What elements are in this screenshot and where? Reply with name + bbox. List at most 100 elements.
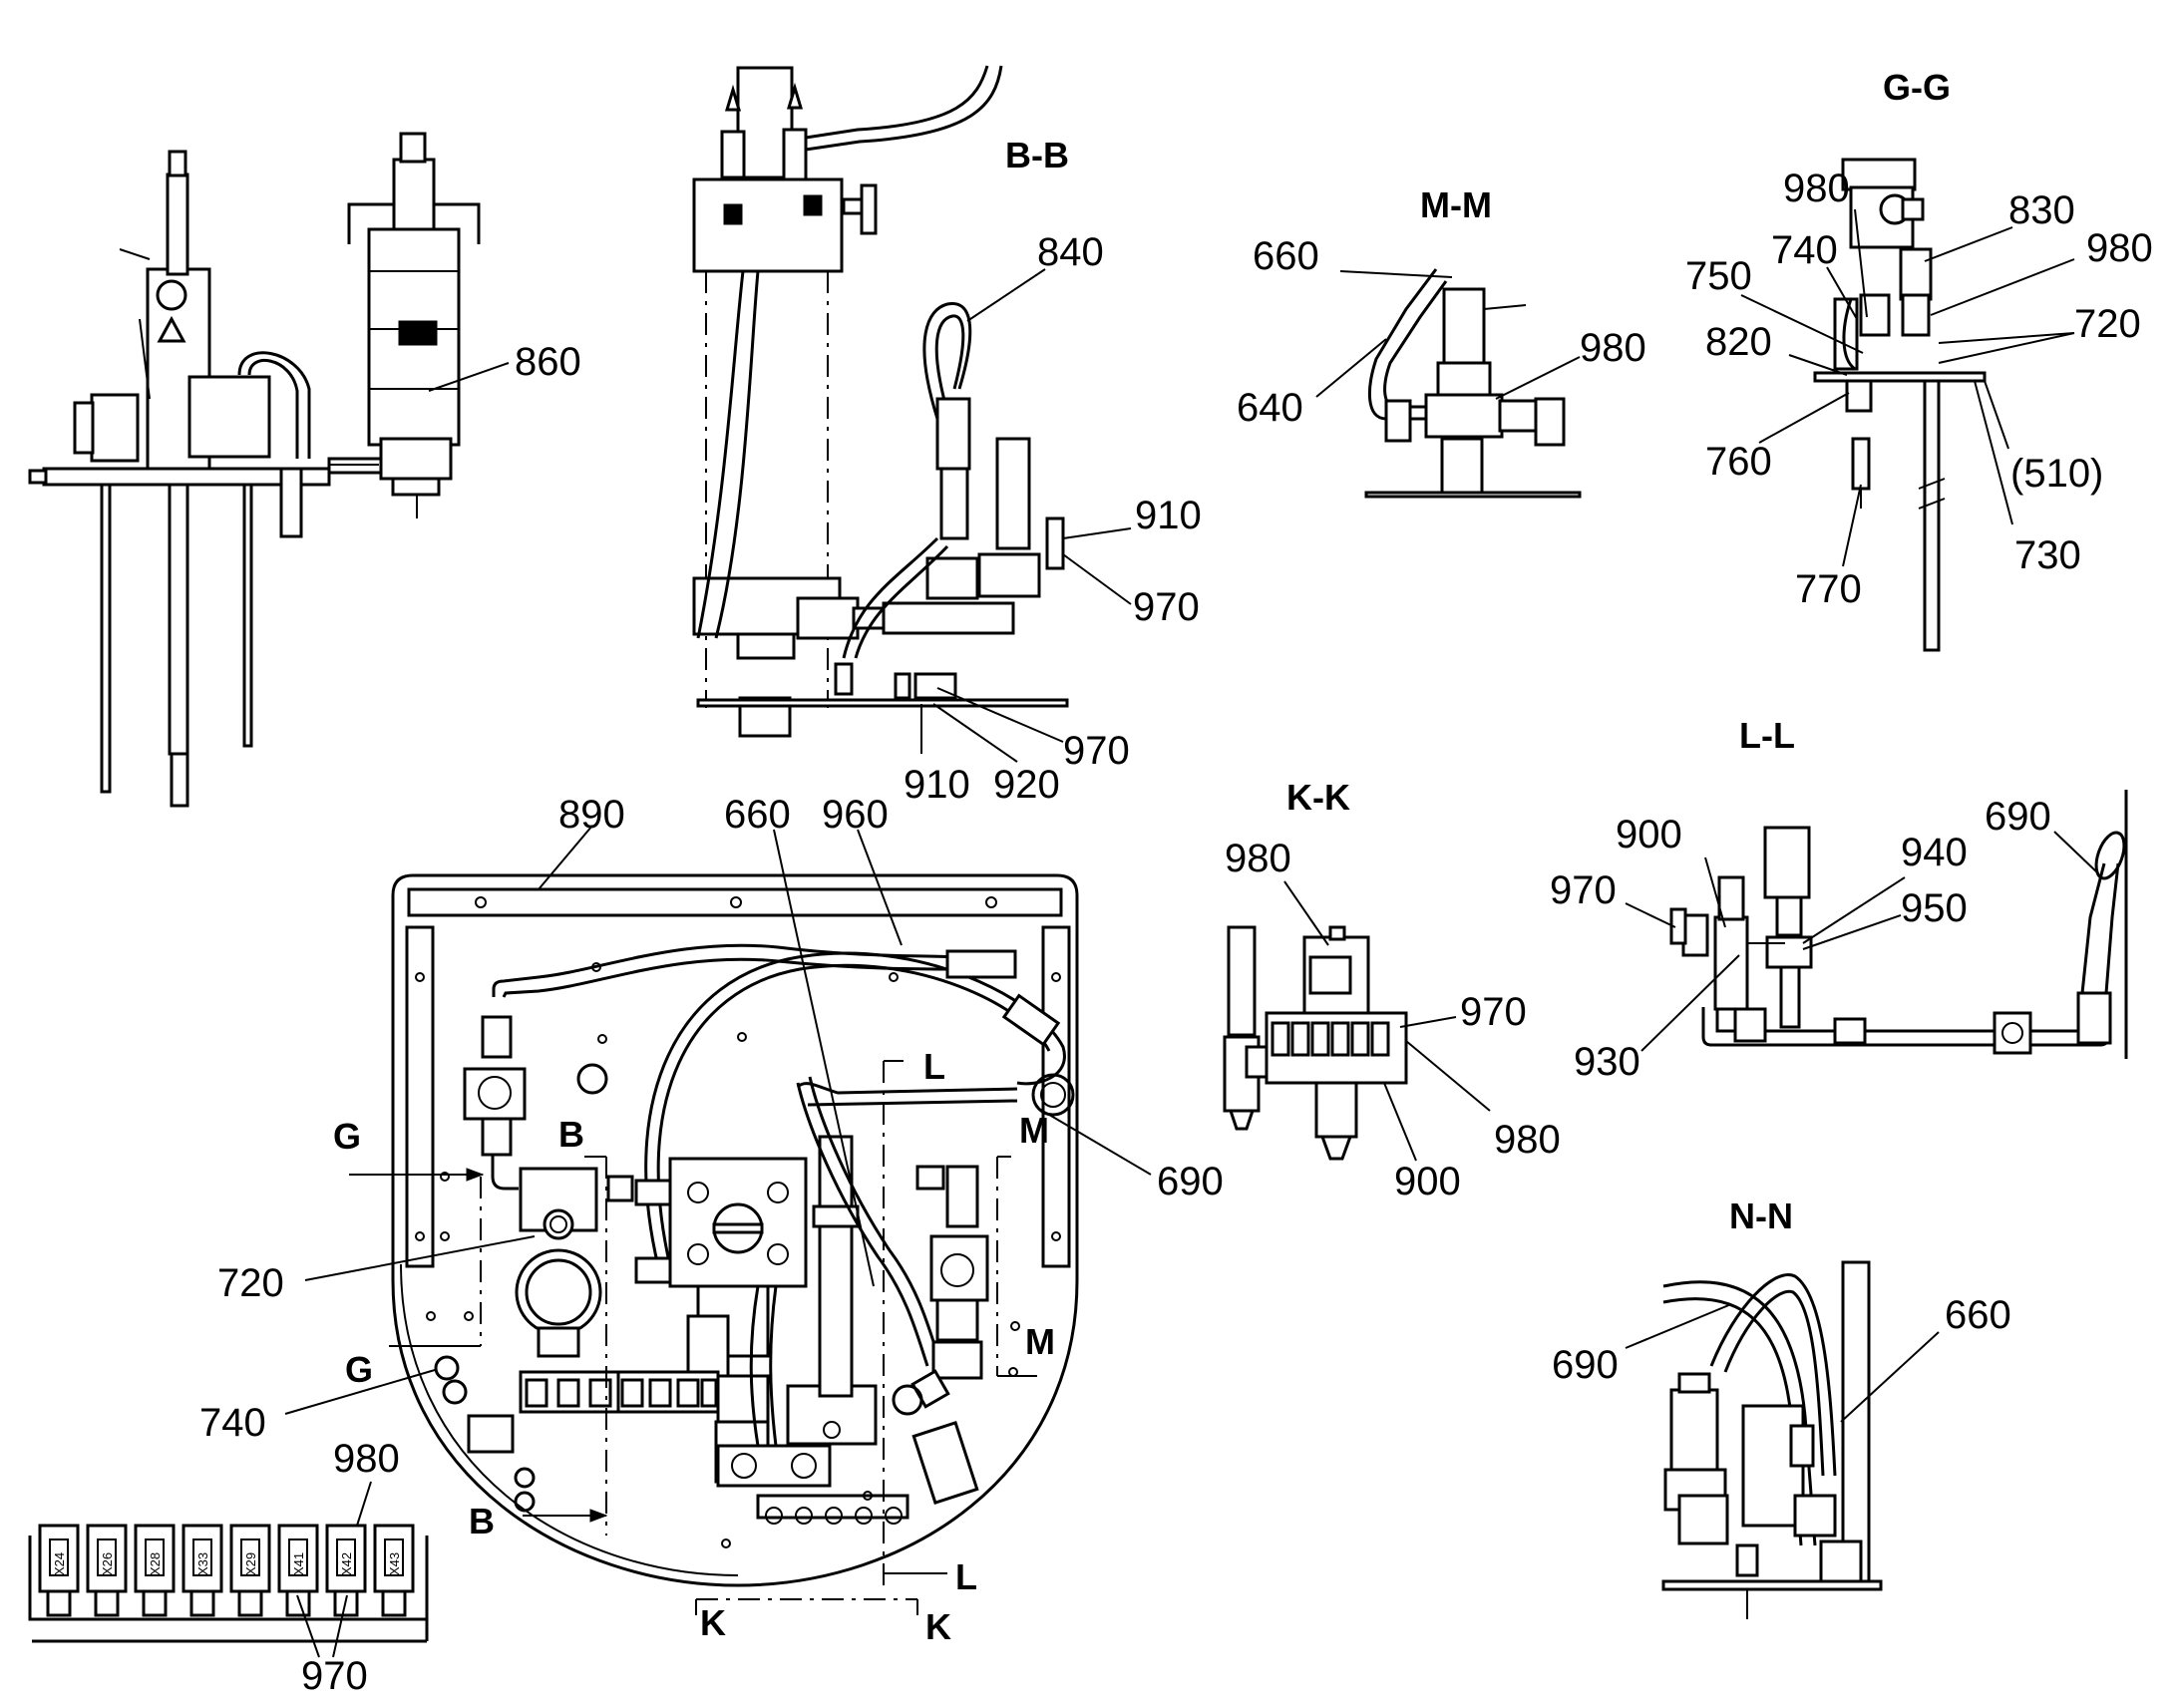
terminal-tag: X43 <box>387 1552 402 1575</box>
section-gg-view <box>1813 158 1987 652</box>
callout-leader <box>1038 1108 1152 1176</box>
callout-980-kk-top: 980 <box>1225 837 1291 880</box>
callout-leader <box>1405 1040 1491 1112</box>
callout-720-gg: 720 <box>2074 302 2141 346</box>
callout-890: 890 <box>558 793 625 837</box>
callout-930-ll: 930 <box>1574 1040 1640 1084</box>
callout-leader <box>1062 527 1132 539</box>
callout-leader <box>773 829 875 1287</box>
callout-830-gg: 830 <box>2008 188 2075 232</box>
callout-980-plan: 980 <box>333 1437 400 1481</box>
callout-leader <box>1984 380 2009 450</box>
callout-660-nn: 660 <box>1945 1293 2011 1337</box>
cut-mark-g-top: G <box>333 1116 361 1157</box>
cut-mark-k-left: K <box>700 1602 726 1643</box>
callout-leader <box>1826 266 1858 320</box>
callout-910-bb-right: 910 <box>1135 494 1202 537</box>
callout-leader <box>1283 880 1329 946</box>
section-kk-view <box>1223 925 1408 1161</box>
callout-leader <box>1802 876 1906 944</box>
callout-660-mm: 660 <box>1253 234 1319 278</box>
callout-820-gg: 820 <box>1705 320 1772 364</box>
callout-leader <box>1924 226 2013 262</box>
callout-leader <box>1788 354 1848 376</box>
cut-mark-m-top: M <box>1019 1110 1049 1151</box>
section-label-gg: G-G <box>1883 67 1951 108</box>
terminal-tag: X26 <box>100 1552 115 1575</box>
callout-leader <box>356 1481 372 1527</box>
section-label-nn: N-N <box>1729 1196 1793 1236</box>
callout-510-gg: (510) <box>2010 452 2103 496</box>
callout-660-plan: 660 <box>724 793 791 837</box>
callout-leader <box>936 687 1064 743</box>
callout-leader <box>1802 914 1902 950</box>
callout-760-gg: 760 <box>1705 440 1772 484</box>
callout-leader <box>1758 392 1850 444</box>
callout-leader <box>1974 380 2013 525</box>
cut-mark-m-bottom: M <box>1025 1321 1055 1362</box>
plan-view <box>391 873 1079 1587</box>
callout-leader <box>857 829 903 946</box>
callout-970-plan: 970 <box>301 1654 368 1698</box>
section-bb-view <box>692 65 1069 738</box>
callout-leader <box>538 825 593 890</box>
callout-leader <box>1930 258 2075 316</box>
callout-leader <box>1383 1082 1417 1162</box>
callout-740-plan: 740 <box>199 1401 266 1445</box>
cut-mark-b-top: B <box>558 1114 584 1155</box>
section-label-ll: L-L <box>1739 715 1795 756</box>
callout-leader <box>284 1369 436 1415</box>
callout-980-gg-left: 980 <box>1783 167 1850 210</box>
callout-leader <box>1625 1303 1732 1349</box>
callout-970-bb-bottom: 970 <box>1063 729 1130 773</box>
callout-940-ll: 940 <box>1901 831 1968 874</box>
callout-leader <box>428 362 510 392</box>
callout-leader <box>1399 1016 1457 1028</box>
callout-leader <box>1842 484 1862 567</box>
callout-leader <box>1854 208 1868 318</box>
callout-leader <box>304 1235 536 1281</box>
callout-970-ll: 970 <box>1550 868 1617 912</box>
cut-mark-g-bottom: G <box>345 1349 373 1390</box>
section-ll-view <box>1669 790 2128 1059</box>
section-label-bb: B-B <box>1005 135 1069 175</box>
terminal-tag: X41 <box>291 1552 306 1575</box>
callout-750-gg: 750 <box>1685 254 1752 298</box>
callout-720-plan: 720 <box>217 1261 284 1305</box>
callout-leader <box>1704 856 1726 928</box>
callout-leader <box>966 268 1046 322</box>
callout-leader <box>2053 831 2099 874</box>
callout-970-kk: 970 <box>1460 990 1527 1034</box>
section-label-mm: M-M <box>1420 184 1492 225</box>
terminal-block: X33 <box>182 1524 223 1617</box>
terminal-block: X24 <box>38 1524 80 1617</box>
callout-900-kk: 900 <box>1394 1160 1461 1203</box>
callout-leader <box>1938 332 2075 344</box>
cut-mark-b-bottom: B <box>469 1501 495 1541</box>
callout-840: 840 <box>1037 230 1104 274</box>
callout-leader <box>1740 294 1864 354</box>
callout-leader <box>296 1594 320 1658</box>
terminal-tag: X28 <box>148 1552 163 1575</box>
terminal-tag: X42 <box>339 1552 354 1575</box>
terminal-tag: X33 <box>195 1552 210 1575</box>
callout-980-kk-right: 980 <box>1494 1118 1561 1162</box>
callout-leader <box>1339 270 1453 278</box>
side-view-assembly <box>28 132 481 808</box>
callout-leader <box>1625 902 1676 928</box>
callout-leader <box>1640 954 1740 1052</box>
callout-920-bb-bottom: 920 <box>993 763 1060 807</box>
terminal-block: X26 <box>86 1524 128 1617</box>
terminal-strip <box>28 1536 429 1643</box>
callout-leader <box>1840 1331 1940 1423</box>
terminal-block: X42 <box>325 1524 367 1617</box>
callout-950-ll: 950 <box>1901 886 1968 930</box>
cut-mark-l-bottom: L <box>955 1556 977 1597</box>
terminal-block: X41 <box>277 1524 319 1617</box>
section-mm-view <box>1364 268 1582 499</box>
terminal-block: X28 <box>134 1524 176 1617</box>
callout-leader <box>1315 338 1387 398</box>
callout-leader <box>1062 553 1132 605</box>
callout-900-ll: 900 <box>1616 813 1682 856</box>
